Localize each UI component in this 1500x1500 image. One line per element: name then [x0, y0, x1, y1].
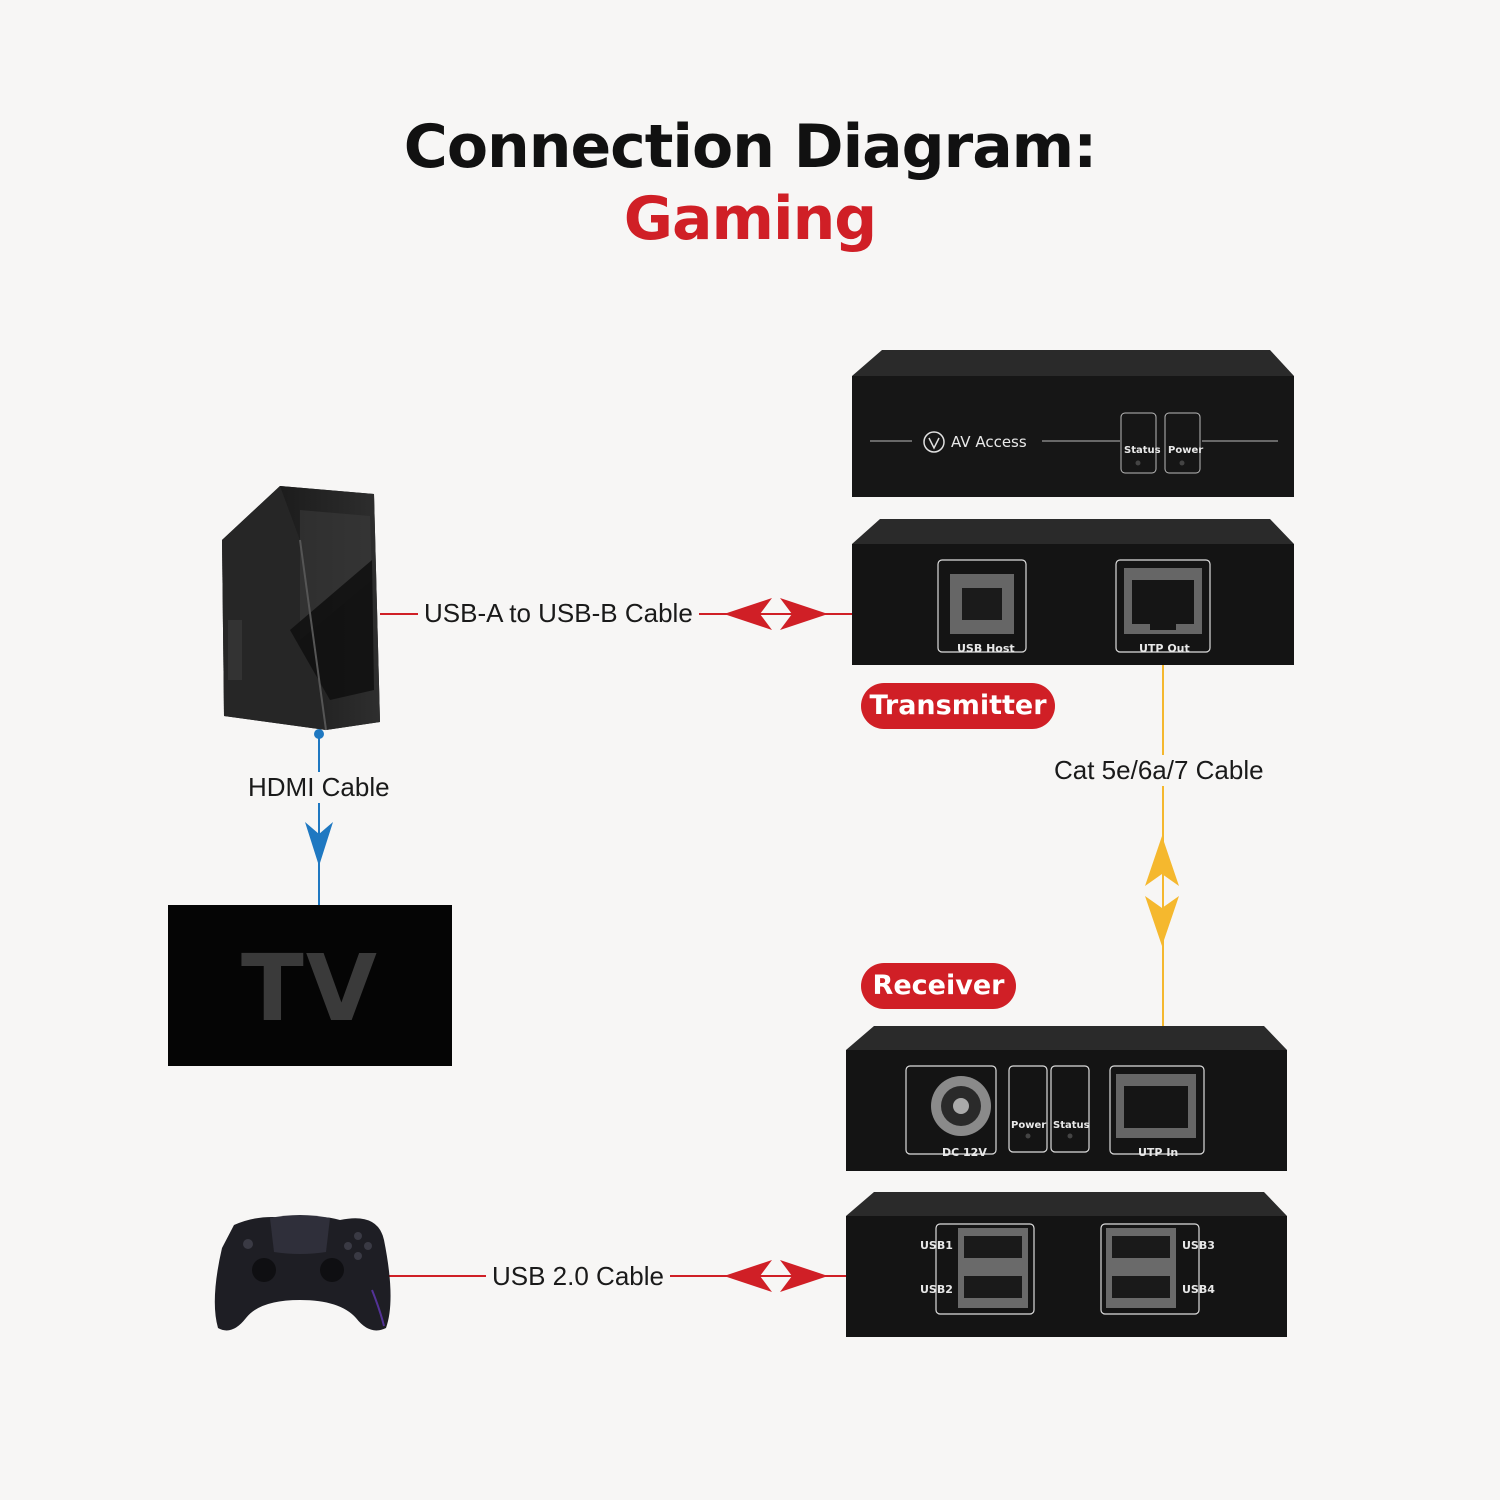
- usb1-port-label: USB1: [920, 1239, 953, 1252]
- utp-in-port-label: UTP In: [1138, 1146, 1178, 1159]
- tx-power-label: Power: [1168, 445, 1203, 456]
- diagram-subtitle: Gaming: [623, 184, 878, 254]
- cat-double-arrow: [1145, 836, 1179, 946]
- tx-status-label: Status: [1124, 445, 1161, 456]
- usb2-cable-label: USB 2.0 Cable: [486, 1261, 670, 1292]
- usb3-port-label: USB3: [1182, 1239, 1215, 1252]
- tv-label: TV: [241, 935, 379, 1042]
- rx-power-label: Power: [1011, 1120, 1046, 1131]
- hdmi-arrow: [305, 822, 333, 866]
- usb-ab-cable-label: USB-A to USB-B Cable: [418, 598, 699, 629]
- usb2-double-arrow: [724, 1260, 828, 1292]
- cat-cable-label: Cat 5e/6a/7 Cable: [1048, 755, 1270, 786]
- diagram-title: Connection Diagram:: [403, 112, 1097, 182]
- rx-status-label: Status: [1053, 1120, 1090, 1131]
- utp-out-port-label: UTP Out: [1139, 642, 1190, 655]
- receiver-badge: Receiver: [861, 963, 1016, 1009]
- brand-av-access: AV Access: [951, 433, 1027, 451]
- usb4-port-label: USB4: [1182, 1283, 1215, 1296]
- usb-host-port-label: USB Host: [957, 642, 1015, 655]
- hdmi-dot: [314, 729, 324, 739]
- tv-screen: TV: [168, 905, 452, 1066]
- hdmi-cable-label: HDMI Cable: [242, 772, 396, 803]
- usb-ab-double-arrow: [724, 598, 828, 630]
- transmitter-badge: Transmitter: [861, 683, 1055, 729]
- usb2-port-label: USB2: [920, 1283, 953, 1296]
- dc-12v-port-label: DC 12V: [942, 1146, 987, 1159]
